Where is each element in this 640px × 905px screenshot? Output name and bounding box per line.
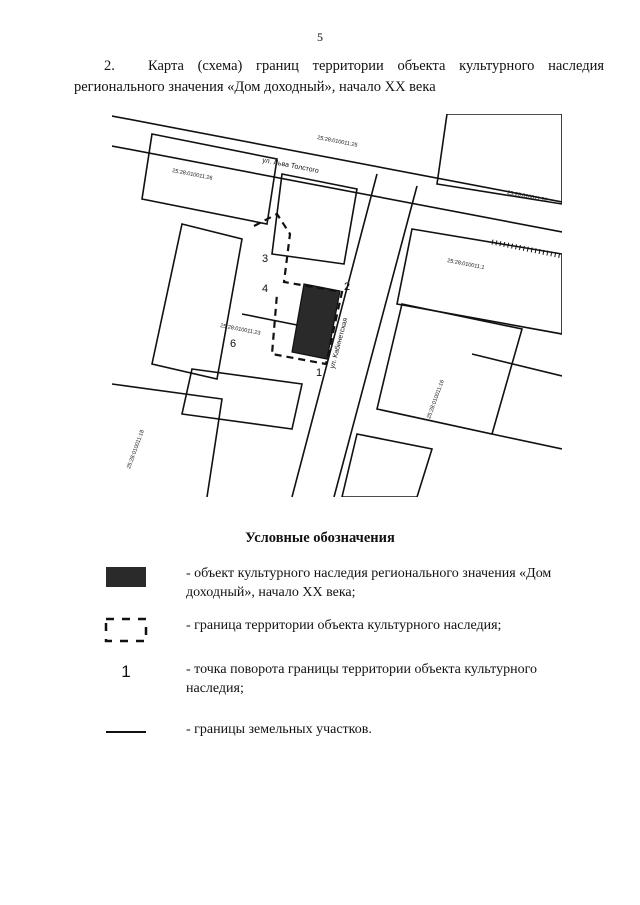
point-label-4: 4	[262, 283, 268, 295]
parcel-line-1	[112, 383, 223, 497]
cadastral-label-7: 25:28:010011:16	[426, 379, 446, 419]
parcel-line-3	[491, 433, 562, 450]
map-heading: 2.Карта (схема) границ территории объект…	[74, 56, 604, 98]
legend-item-boundary: - граница территории объекта культурного…	[96, 616, 616, 656]
point-label-3: 3	[262, 253, 268, 265]
building-right-top	[436, 114, 562, 205]
point-label-6: 6	[230, 338, 236, 350]
street-edge-diag-1	[291, 173, 378, 497]
building-middle	[271, 173, 358, 265]
street-edge-top-1	[112, 115, 562, 203]
street-edge-diag-2	[333, 185, 418, 497]
legend-title: Условные обозначения	[245, 530, 395, 546]
page-number: 5	[317, 30, 323, 44]
cadastral-label-3: 25:28:010011:23	[220, 323, 261, 337]
cadastral-label-6: 25:28:010011:18	[126, 429, 146, 469]
building-right-lower	[341, 433, 434, 497]
legend-text-boundary: - граница территории объекта культурного…	[186, 618, 502, 633]
building-left-large	[151, 223, 243, 380]
heritage-object	[291, 283, 341, 360]
cadastral-label-4: 25:28:010011:20	[507, 190, 548, 204]
cadastral-map: 1 2 3 4 6 ул. Льва Толстого ул. Кабинетс…	[112, 114, 562, 497]
building-top-left	[141, 133, 278, 225]
legend-text-parcels: - границы земельных участков.	[186, 722, 372, 737]
legend-item-turning-point: 1 - точка поворота границы территории об…	[96, 660, 616, 700]
point-label-1: 1	[316, 367, 322, 379]
building-right-mid	[396, 228, 562, 335]
point-label-2: 2	[344, 281, 350, 293]
map-drawing: 1 2 3 4 6 ул. Льва Толстого ул. Кабинетс…	[112, 114, 562, 497]
building-lower-left	[181, 368, 303, 430]
cadastral-label-2: 25:28:010011:25	[317, 135, 358, 149]
parcel-line-4	[241, 313, 303, 327]
legend-symbol-dashed-boundary	[96, 616, 156, 646]
cadastral-label-1: 25:28:010011:26	[172, 168, 213, 182]
legend-item-parcels: - границы земельных участков.	[96, 720, 616, 760]
legend-item-object: - объект культурного наследия региональн…	[96, 564, 616, 604]
heading-text: Карта (схема) границ территории объекта …	[74, 58, 604, 95]
legend-symbol-point-number: 1	[121, 662, 131, 681]
street-label-tolstogo: ул. Льва Толстого	[262, 157, 320, 175]
legend-symbol-object	[96, 564, 156, 594]
heading-number: 2.	[104, 58, 115, 74]
parcel-line-2	[471, 353, 562, 377]
territory-boundary	[253, 212, 344, 366]
legend-text-turning-point: - точка поворота границы территории объе…	[186, 662, 537, 696]
street-edge-top-2	[112, 145, 562, 233]
legend-text-object: - объект культурного наследия региональн…	[186, 566, 552, 600]
legend-symbol-parcel-line	[96, 720, 156, 750]
cadastral-label-5: 25:28:010011:1	[447, 258, 485, 271]
